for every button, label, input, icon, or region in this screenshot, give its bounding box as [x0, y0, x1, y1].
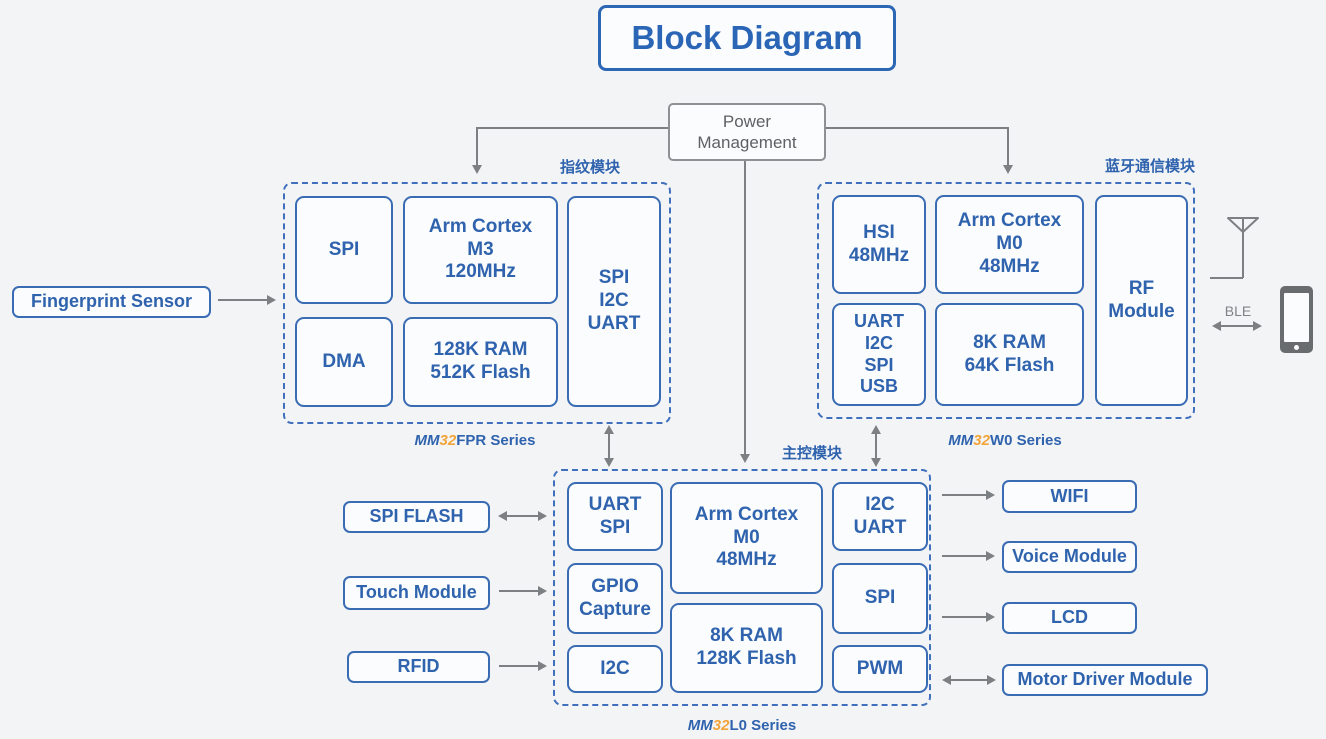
l0-gpio-block: GPIO Capture	[567, 563, 663, 634]
wifi-box: WIFI	[1002, 480, 1137, 513]
w0-hsi-block: HSI 48MHz	[832, 195, 926, 294]
phone-screen	[1284, 293, 1309, 342]
fpr-group-label: 指纹模块	[559, 159, 620, 176]
spi-flash-arrow-line	[507, 515, 538, 517]
l0-module-group	[553, 469, 931, 706]
lcd-box: LCD	[1002, 602, 1137, 634]
ble-arrowhead-right	[1253, 321, 1262, 331]
page-title: Block Diagram	[598, 5, 896, 71]
fpr-module-group	[283, 182, 671, 424]
touch-arrow-line	[499, 590, 538, 592]
w0-l0-arrowhead-down	[871, 458, 881, 467]
fingerprint-arrow-line	[218, 299, 267, 301]
fpr-l0-arrowhead-up	[604, 425, 614, 434]
phone-icon	[1280, 286, 1313, 353]
pm-center-vline	[744, 157, 746, 454]
w0-l0-arrowhead-up	[871, 425, 881, 434]
touch-arrowhead	[538, 586, 547, 596]
rfid-box: RFID	[347, 651, 490, 683]
w0-core-block: Arm Cortex M0 48MHz	[935, 195, 1084, 294]
l0-group-label: 主控模块	[781, 445, 842, 462]
ble-label: BLE	[1224, 303, 1252, 319]
w0-series-num: 32	[973, 432, 990, 449]
spi-flash-box: SPI FLASH	[343, 501, 490, 533]
l0-series-mm: MM	[687, 717, 713, 734]
pm-left-arrowhead	[472, 165, 482, 174]
phone-home-button	[1294, 345, 1299, 350]
fpr-l0-arrowhead-down	[604, 458, 614, 467]
w0-series-mm: MM	[948, 432, 974, 449]
touch-module-box: Touch Module	[343, 576, 490, 610]
motor-arrowhead-right	[987, 675, 996, 685]
w0-module-group	[817, 182, 1195, 419]
fingerprint-sensor-box: Fingerprint Sensor	[12, 286, 211, 318]
fpr-series-num: 32	[439, 432, 457, 449]
w0-series-rest: W0 Series	[989, 432, 1062, 449]
l0-series-label: MM32L0 Series	[617, 717, 867, 734]
l0-core-block: Arm Cortex M0 48MHz	[670, 482, 823, 594]
wifi-arrowhead	[986, 490, 995, 500]
w0-memory-block: 8K RAM 64K Flash	[935, 303, 1084, 406]
l0-i2c-uart-block: I2C UART	[832, 482, 928, 551]
lcd-arrowhead	[986, 612, 995, 622]
fpr-interfaces-block: SPI I2C UART	[567, 196, 661, 407]
pm-right-vline	[1007, 127, 1009, 166]
fpr-memory-block: 128K RAM 512K Flash	[403, 317, 558, 407]
fpr-l0-link-line	[608, 434, 610, 459]
w0-rf-block: RF Module	[1095, 195, 1188, 406]
fingerprint-arrowhead	[267, 295, 276, 305]
rfid-arrow-line	[499, 665, 538, 667]
ble-arrow-line	[1221, 325, 1253, 327]
fpr-spi-block: SPI	[295, 196, 393, 304]
wifi-arrow-line	[942, 494, 986, 496]
fpr-series-mm: MM	[414, 432, 440, 449]
pm-right-hline	[822, 127, 1009, 129]
fpr-series-label: MM32FPR Series	[350, 432, 600, 449]
voice-arrow-line	[942, 555, 986, 557]
l0-series-num: 32	[712, 717, 730, 734]
w0-l0-link-line	[875, 434, 877, 459]
ble-arrowhead-left	[1212, 321, 1221, 331]
rfid-arrowhead	[538, 661, 547, 671]
l0-uart-spi-block: UART SPI	[567, 482, 663, 551]
l0-series-rest: L0 Series	[729, 717, 797, 734]
fpr-series-rest: FPR Series	[456, 432, 536, 449]
w0-interfaces-block: UART I2C SPI USB	[832, 303, 926, 406]
fpr-core-block: Arm Cortex M3 120MHz	[403, 196, 558, 304]
w0-series-label: MM32W0 Series	[880, 432, 1130, 449]
voice-arrowhead	[986, 551, 995, 561]
voice-module-box: Voice Module	[1002, 541, 1137, 573]
l0-i2c-block: I2C	[567, 645, 663, 693]
power-management-box: Power Management	[668, 103, 826, 161]
spi-flash-arrowhead-left	[498, 511, 507, 521]
l0-pwm-block: PWM	[832, 645, 928, 693]
pm-center-arrowhead	[740, 454, 750, 463]
pm-right-arrowhead	[1003, 165, 1013, 174]
lcd-arrow-line	[942, 616, 986, 618]
motor-arrow-line	[951, 679, 987, 681]
w0-group-label: 蓝牙通信模块	[1104, 158, 1195, 175]
motor-arrowhead-left	[942, 675, 951, 685]
pm-left-vline	[476, 127, 478, 166]
spi-flash-arrowhead-right	[538, 511, 547, 521]
motor-driver-module-box: Motor Driver Module	[1002, 664, 1208, 696]
l0-memory-block: 8K RAM 128K Flash	[670, 603, 823, 693]
antenna-icon	[1210, 217, 1259, 279]
fpr-dma-block: DMA	[295, 317, 393, 407]
l0-spi-block: SPI	[832, 563, 928, 634]
pm-left-hline	[477, 127, 668, 129]
